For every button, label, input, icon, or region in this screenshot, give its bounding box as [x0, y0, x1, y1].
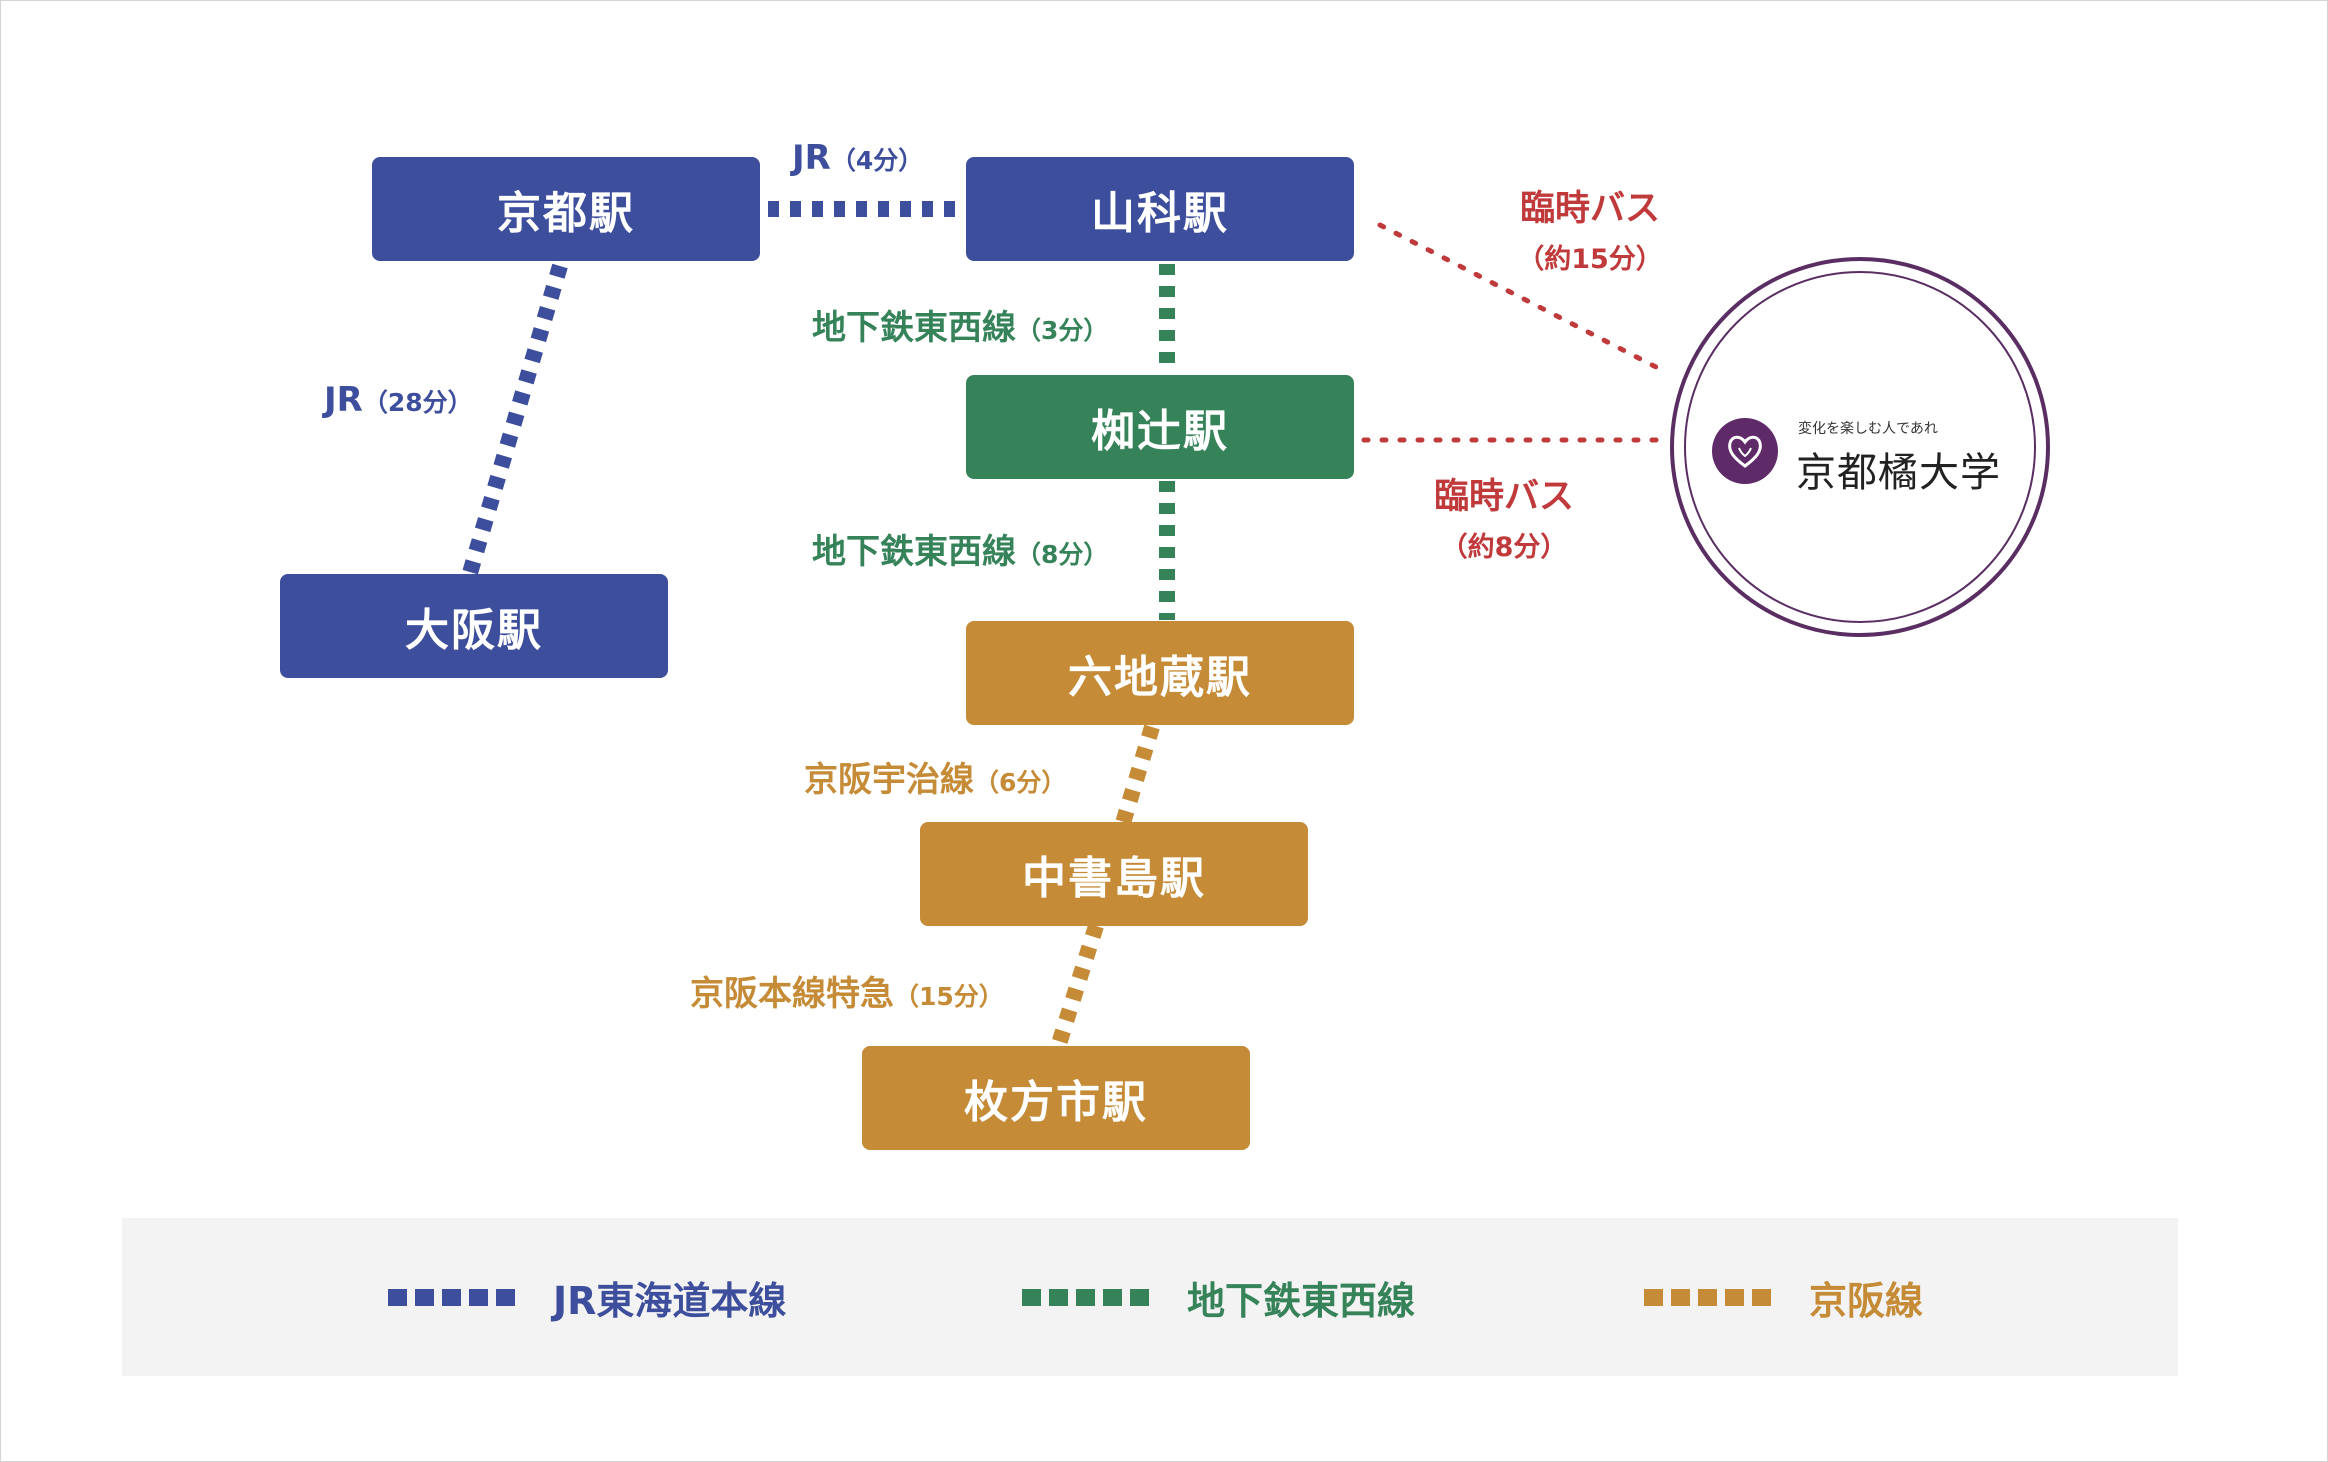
station-yamashina: 山科駅: [966, 157, 1354, 261]
legend-swatch: [388, 1288, 515, 1306]
legend-label: JR東海道本線: [553, 1278, 787, 1323]
label-kyoto-osaka: JR（28分）: [324, 380, 473, 420]
label-line: JR: [792, 138, 831, 178]
university-circle: [1670, 257, 2050, 637]
legend-swatch: [1022, 1288, 1149, 1306]
station-rokujizo: 六地蔵駅: [966, 621, 1354, 725]
legend-label: 地下鉄東西線: [1187, 1278, 1416, 1323]
station-hirakatashi: 枚方市駅: [862, 1046, 1250, 1150]
bus-label-time: （約8分）: [1440, 532, 1568, 563]
label-line: 京阪宇治線: [804, 760, 974, 800]
label-time: （6分）: [974, 768, 1067, 797]
route-kyoto-osaka: [462, 263, 568, 576]
label-chushojima-hirakata: 京阪本線特急（15分）: [690, 966, 1004, 1015]
bus-label-time: （約15分）: [1517, 244, 1663, 275]
label-time: （8分）: [1016, 540, 1109, 569]
bus-label-text: 臨時バス: [1433, 477, 1574, 517]
label-line: JR: [324, 380, 363, 420]
station-chushojima: 中書島駅: [920, 822, 1308, 926]
label-time: （15分）: [894, 982, 1004, 1011]
legend-item-keihan: 京阪線: [1644, 1218, 1923, 1376]
bus-label-yamashina: 臨時バス （約15分）: [1490, 180, 1690, 276]
bus-label-nagitsuji: 臨時バス （約8分）: [1404, 468, 1604, 564]
station-kyoto: 京都駅: [372, 157, 760, 261]
route-rokujizo-chushojima: [1115, 724, 1160, 826]
legend-item-jr: JR東海道本線: [388, 1218, 786, 1376]
station-osaka: 大阪駅: [280, 574, 668, 678]
label-line: 地下鉄東西線: [812, 532, 1016, 572]
legend-swatch: [1644, 1288, 1771, 1306]
heart-leaf-icon: [1728, 435, 1762, 468]
legend-label: 京阪線: [1809, 1278, 1924, 1323]
label-yamashina-nagitsuji: 地下鉄東西線（3分）: [812, 300, 1108, 349]
university-tagline: 変化を楽しむ人であれ: [1798, 421, 1938, 437]
route-chushojima-hirakata: [1050, 923, 1104, 1050]
legend-item-subway: 地下鉄東西線: [1022, 1218, 1415, 1376]
label-line: 京阪本線特急: [690, 974, 894, 1014]
station-nagitsuji: 椥辻駅: [966, 375, 1354, 479]
university-logo-icon: [1712, 418, 1778, 484]
bus-label-text: 臨時バス: [1519, 189, 1660, 229]
label-kyoto-yamashina: JR（4分）: [792, 138, 923, 178]
university-inner-ring: [1684, 271, 2036, 623]
label-rokujizo-chushojima: 京阪宇治線（6分）: [804, 752, 1066, 801]
label-time: （3分）: [1016, 316, 1109, 345]
label-line: 地下鉄東西線: [812, 308, 1016, 348]
label-time: （28分）: [362, 388, 473, 417]
label-nagitsuji-rokujizo: 地下鉄東西線（8分）: [812, 524, 1108, 573]
university-name: 京都橘大学: [1796, 450, 2001, 496]
label-time: （4分）: [830, 146, 924, 175]
legend: JR東海道本線 地下鉄東西線 京阪線: [122, 1218, 2178, 1376]
bus-route-yamashina: [1377, 222, 1661, 371]
